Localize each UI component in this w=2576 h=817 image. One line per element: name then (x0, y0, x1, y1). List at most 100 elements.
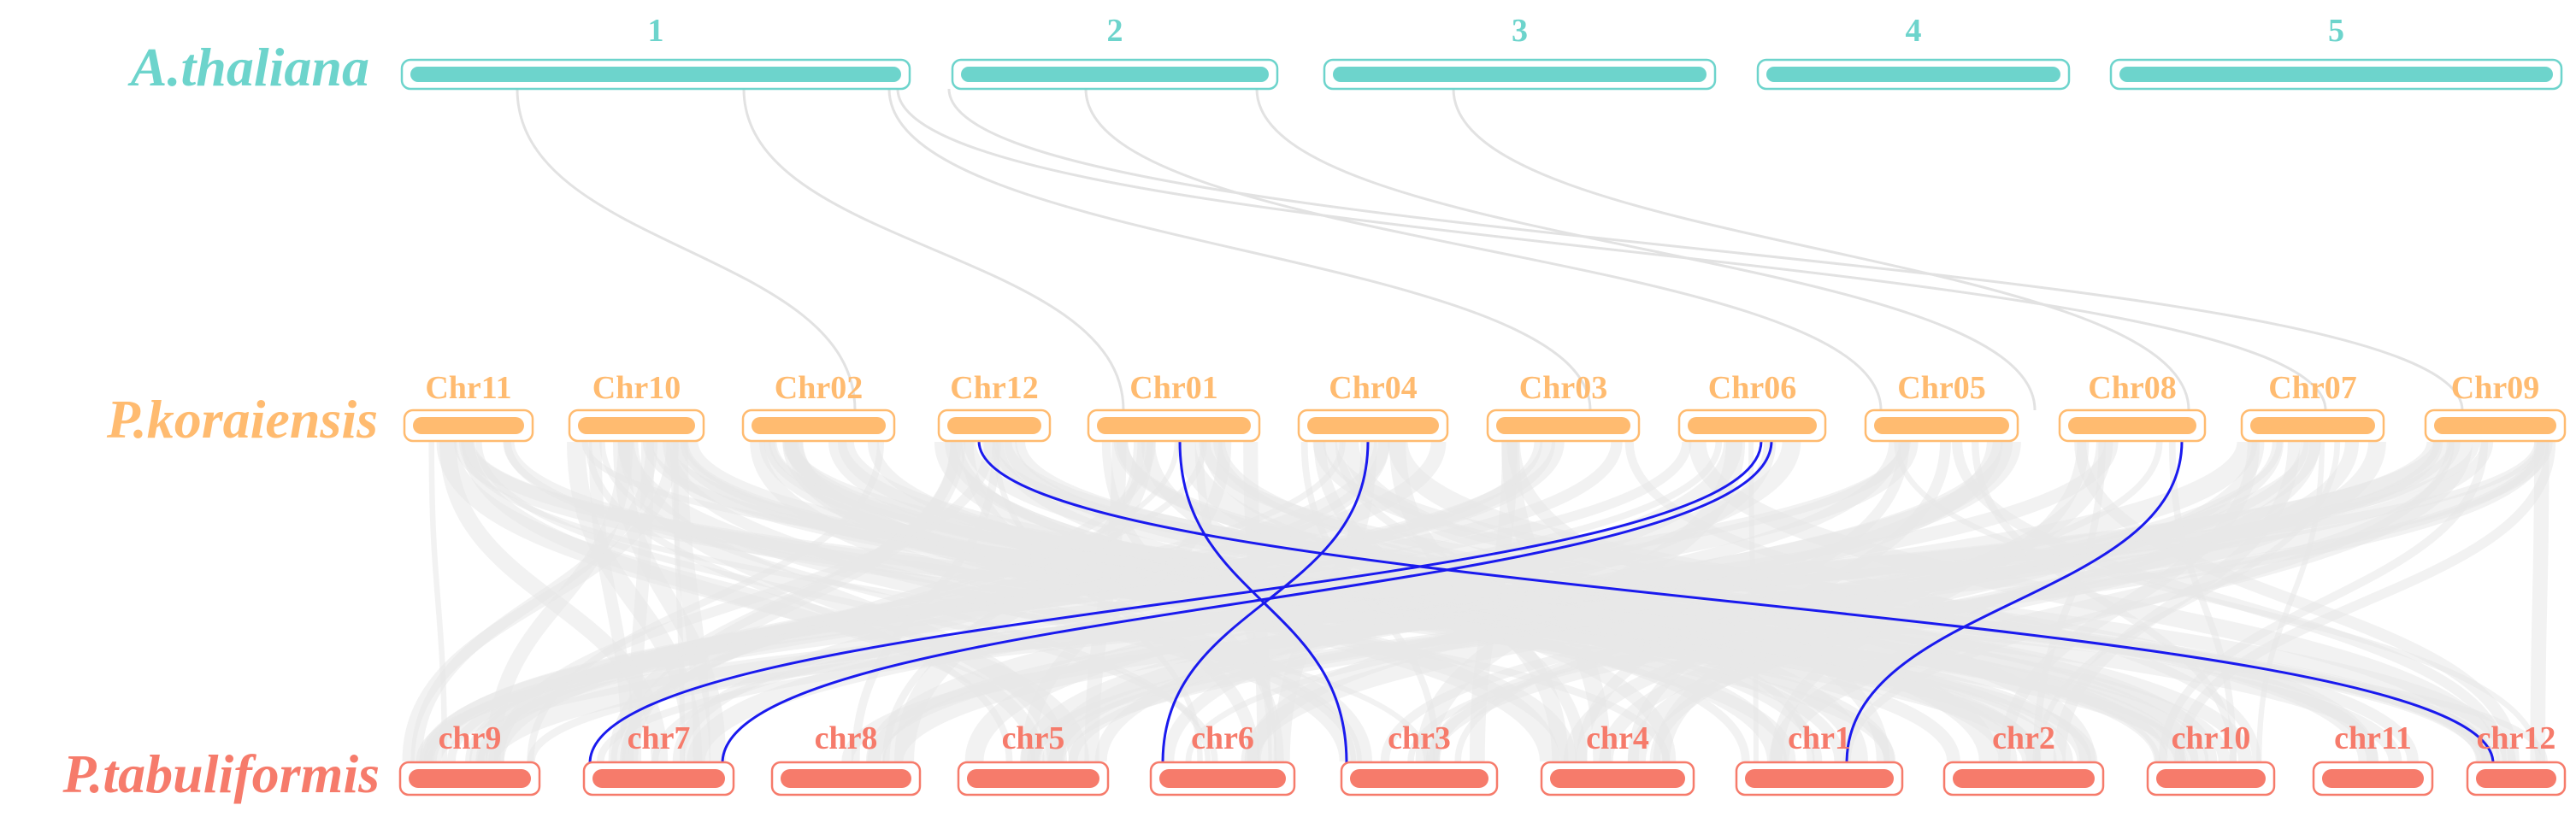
chromosome-Chr11[interactable]: Chr11 (403, 370, 534, 443)
background-link (402, 441, 680, 762)
chromosome-label: Chr09 (2451, 370, 2539, 406)
chromosome-label: Chr07 (2268, 370, 2356, 406)
background-link (1599, 441, 2360, 762)
chromosome-label: Chr02 (775, 370, 863, 406)
chromosome-body (2119, 67, 2553, 82)
chromosome-Chr09[interactable]: Chr09 (2424, 370, 2567, 443)
chromosome-label: chr4 (1586, 720, 1649, 756)
chromosome-chr5[interactable]: chr5 (957, 720, 1110, 796)
chromosome-Chr05[interactable]: Chr05 (1864, 370, 2019, 443)
chromosome-body (967, 769, 1099, 788)
background-link (2530, 441, 2549, 762)
chromosome-label: 5 (2328, 13, 2344, 49)
chromosome-chr6[interactable]: chr6 (1149, 720, 1296, 796)
chromosome-label: 1 (648, 13, 664, 49)
highlighted-links (588, 440, 2495, 764)
chromosome-label: chr10 (2172, 720, 2251, 756)
background-link (436, 441, 1089, 762)
chromosome-chr10[interactable]: chr10 (2146, 720, 2276, 796)
chromosome-chr11[interactable]: chr11 (2312, 720, 2434, 796)
chromosome-chr8[interactable]: chr8 (770, 720, 922, 796)
chromosome-Chr03[interactable]: Chr03 (1486, 370, 1641, 443)
chromosome-Chr07[interactable]: Chr07 (2240, 370, 2385, 443)
background-links (402, 88, 2556, 764)
chromosome-body (592, 769, 725, 788)
background-link (1689, 441, 2500, 762)
chromosome-body (409, 769, 531, 788)
chromosome-label: chr3 (1388, 720, 1451, 756)
background-link (2174, 441, 2556, 762)
chromosome-Chr12[interactable]: Chr12 (937, 370, 1052, 443)
background-link (516, 88, 857, 411)
chromosome-label: chr6 (1191, 720, 1254, 756)
chromosome-label: chr7 (628, 720, 691, 756)
chromosome-label: Chr12 (950, 370, 1038, 406)
background-link (428, 441, 448, 762)
chromosome-4[interactable]: 4 (1756, 13, 2071, 91)
chromosome-body (947, 417, 1041, 434)
chromosome-Chr10[interactable]: Chr10 (568, 370, 705, 443)
chromosome-label: Chr05 (1897, 370, 1985, 406)
chromosome-label: Chr03 (1519, 370, 1607, 406)
highlight-link-Chr06-chr9 (588, 440, 1763, 764)
chromosome-body (2322, 769, 2424, 788)
chromosome-label: Chr10 (592, 370, 681, 406)
chromosome-body (2156, 769, 2266, 788)
chromosome-chr3[interactable]: chr3 (1340, 720, 1499, 796)
chromosome-chr1[interactable]: chr1 (1735, 720, 1904, 796)
background-link (953, 441, 1750, 762)
chromosome-chr9[interactable]: chr9 (398, 720, 541, 796)
background-link (1972, 441, 2237, 762)
chromosome-chr12[interactable]: chr12 (2466, 720, 2567, 796)
chromosome-1[interactable]: 1 (400, 13, 911, 91)
chromosome-5[interactable]: 5 (2109, 13, 2563, 91)
chromosome-label: chr8 (815, 720, 878, 756)
chromosome-label: 4 (1906, 13, 1922, 49)
chromosome-body (578, 417, 695, 434)
chromosome-body (2068, 417, 2196, 434)
background-link (742, 88, 1125, 411)
chromosome-body (1688, 417, 1817, 434)
chromosome-3[interactable]: 3 (1323, 13, 1717, 91)
chromosome-label: chr2 (1992, 720, 2055, 756)
chromosome-body (413, 417, 524, 434)
chromosome-body (1745, 769, 1894, 788)
chromosome-body (1350, 769, 1488, 788)
chromosome-label: Chr06 (1708, 370, 1796, 406)
chromosome-label: chr5 (1002, 720, 1065, 756)
background-link (1194, 441, 1277, 762)
chromosome-Chr06[interactable]: Chr06 (1677, 370, 1827, 443)
chromosome-body (2250, 417, 2375, 434)
chromosome-chr7[interactable]: chr7 (582, 720, 735, 796)
chromosome-Chr02[interactable]: Chr02 (741, 370, 896, 443)
chromosome-body (2476, 769, 2556, 788)
species-label-1: P.koraiensis (106, 389, 378, 450)
chromosome-label: chr1 (1788, 720, 1851, 756)
background-link (488, 441, 1390, 762)
background-link (1452, 88, 2190, 411)
chromosome-body (1159, 769, 1286, 788)
chromosome-chr4[interactable]: chr4 (1540, 720, 1695, 796)
background-link (1084, 88, 1883, 411)
highlight-link-Chr12-chr12 (977, 440, 2495, 764)
background-link (887, 88, 1592, 411)
chromosome-Chr08[interactable]: Chr08 (2058, 370, 2207, 443)
species-label-0: A.thaliana (127, 37, 369, 97)
background-link (2168, 441, 2237, 762)
chromosome-body (752, 417, 886, 434)
background-link (680, 440, 2209, 763)
chromosome-chr2[interactable]: chr2 (1942, 720, 2105, 796)
background-link (461, 440, 2188, 763)
chromosome-body (1333, 67, 1707, 82)
chromosome-Chr01[interactable]: Chr01 (1087, 370, 1261, 443)
background-link (947, 88, 2464, 411)
chromosome-label: Chr01 (1129, 370, 1217, 406)
chromosome-Chr04[interactable]: Chr04 (1297, 370, 1449, 443)
chromosome-body (2434, 417, 2556, 434)
chromosome-2[interactable]: 2 (951, 13, 1279, 91)
chromosome-body (1766, 67, 2060, 82)
chromosome-body (1307, 417, 1439, 434)
species-label-2: P.tabuliformis (62, 744, 380, 804)
